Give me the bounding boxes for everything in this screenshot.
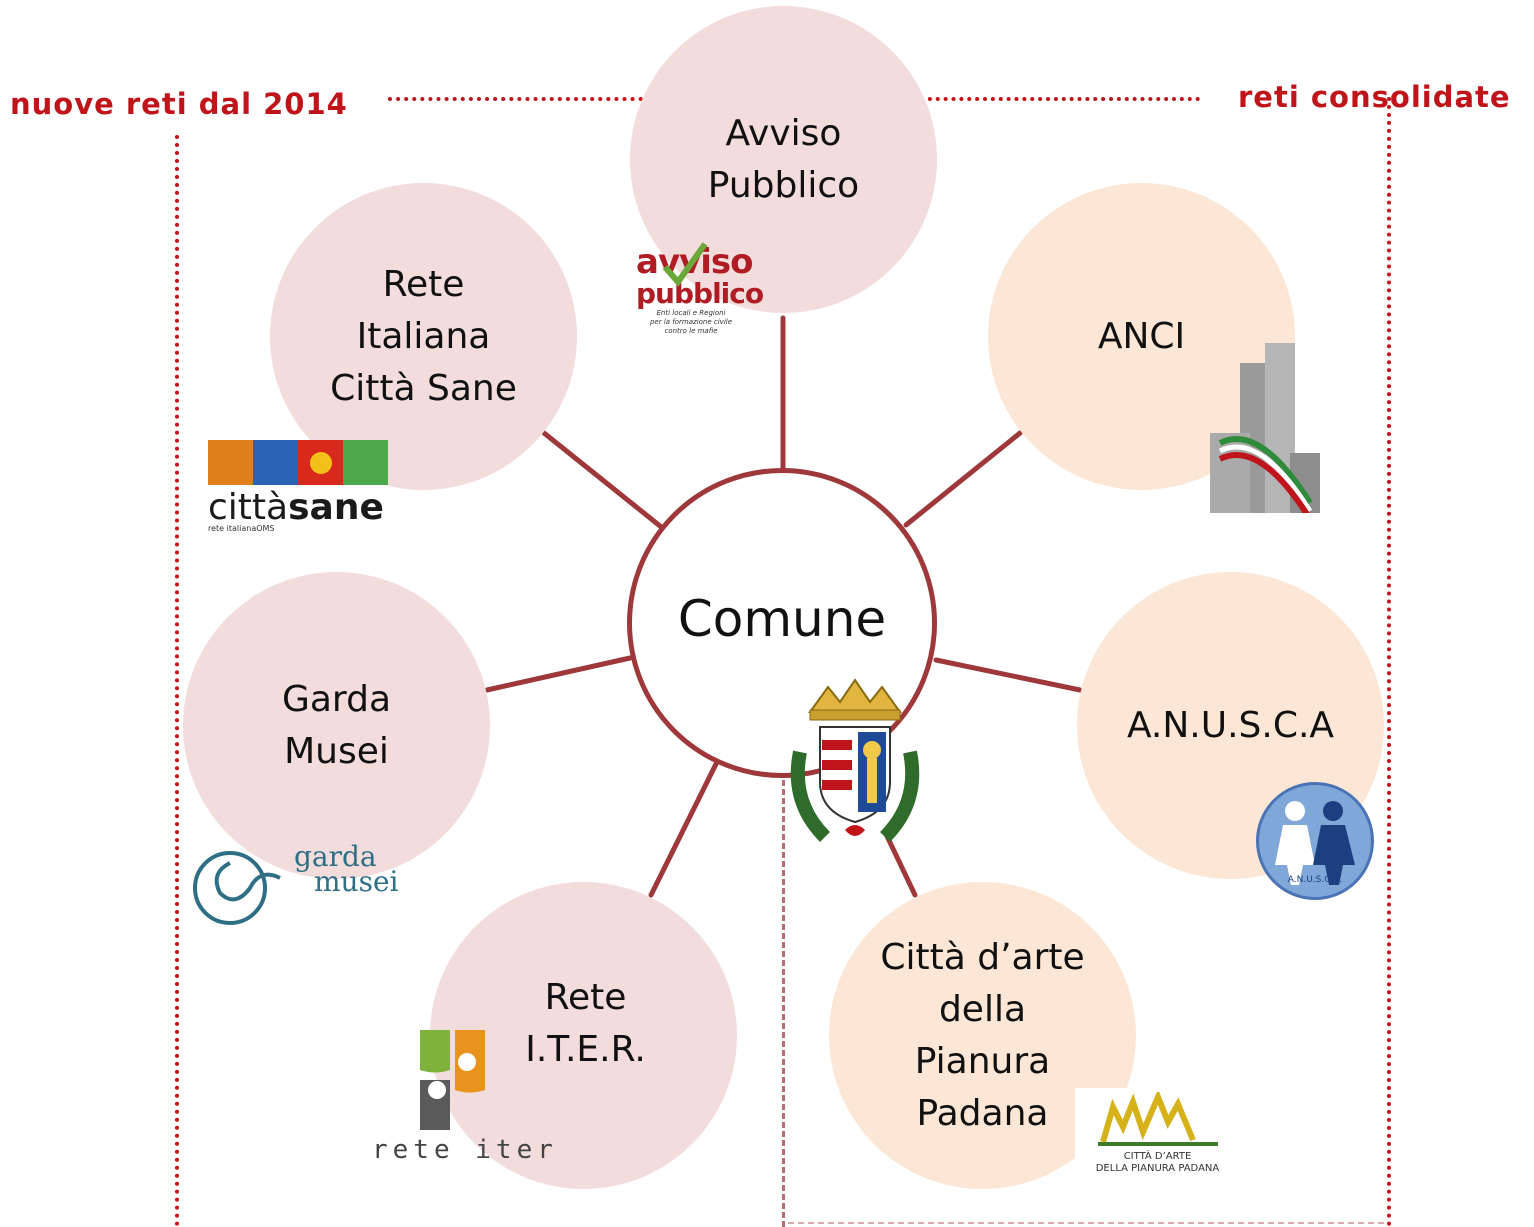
bottom-dashed-line	[788, 1222, 1384, 1224]
left-dotted-border	[175, 135, 179, 1227]
node-garda-musei-label: Garda Musei	[281, 678, 392, 772]
node-avviso-pubblico-label: Avviso Pubblico	[707, 112, 860, 206]
citta-sane-wordmark: cittàsane	[208, 487, 393, 528]
citta-sane-sub: rete italianaOMS	[208, 524, 275, 533]
header-consolidated-networks: reti consolidate	[1238, 80, 1511, 114]
citta-sane-tile-map	[343, 440, 388, 485]
avviso-logo-line2: pubblico	[636, 277, 764, 310]
citta-sane-word2: sane	[288, 487, 384, 528]
spoke-anusca	[933, 657, 1083, 693]
node-rete-iter-label: Rete I.T.E.R.	[525, 976, 646, 1070]
garda-musei-logo-line2: musei	[314, 865, 399, 898]
spoke-anci	[903, 430, 1023, 528]
spoke-iter	[648, 761, 719, 898]
citta-sane-tile-people	[253, 440, 298, 485]
anci-towers-icon	[1210, 343, 1320, 513]
citta-sane-tile-sun	[298, 440, 343, 485]
sun-icon	[310, 452, 332, 474]
check-mark-icon	[662, 242, 708, 287]
center-divider	[782, 780, 785, 1227]
right-dotted-border	[1387, 97, 1391, 1227]
node-citta-darte-label: Città d’arte della Pianura Padana	[880, 936, 1085, 1134]
citta-sane-tile-tree	[208, 440, 253, 485]
spoke-cittadarte	[883, 831, 918, 898]
node-anusca-label: A.N.U.S.C.A	[1126, 704, 1335, 746]
anusca-people-icon	[1275, 801, 1355, 885]
anusca-logo: A.N.U.S.C.A.	[1256, 782, 1374, 900]
header-new-networks: nuove reti dal 2014	[10, 87, 348, 121]
node-citta-sane[interactable]: Rete Italiana Città Sane	[270, 183, 577, 490]
anusca-logo-text: A.N.U.S.C.A.	[1287, 875, 1343, 885]
top-dotted-line-left	[388, 97, 643, 101]
garda-musei-logo: garda musei	[190, 838, 420, 938]
spoke-garda	[484, 655, 633, 693]
node-comune-label: Comune	[677, 590, 887, 648]
garda-musei-swirl-icon	[193, 851, 281, 925]
node-avviso-pubblico[interactable]: Avviso Pubblico	[630, 6, 937, 313]
spoke-cittasane	[541, 430, 663, 529]
rete-iter-logo-text: rete iter	[372, 1135, 558, 1165]
citta-darte-skyline-icon	[1097, 1089, 1218, 1146]
citta-sane-logo: cittàsane rete italianaOMS	[208, 440, 393, 540]
citta-sane-tiles	[208, 440, 393, 485]
citta-darte-logo: CITTÀ D’ARTE DELLA PIANURA PADANA	[1075, 1088, 1240, 1183]
citta-darte-logo-line2: DELLA PIANURA PADANA	[1095, 1163, 1220, 1174]
rete-iter-icon	[420, 1030, 485, 1130]
garda-musei-logo-line1: garda	[294, 840, 377, 873]
node-anci-label: ANCI	[1097, 315, 1186, 357]
avviso-logo-sub: Enti locali e Regioni per la formazione …	[649, 309, 733, 335]
citta-sane-word1: città	[208, 487, 289, 528]
top-dotted-line-right	[920, 97, 1200, 101]
node-citta-sane-label: Rete Italiana Città Sane	[330, 263, 517, 409]
citta-darte-logo-line1: CITTÀ D’ARTE	[1123, 1151, 1192, 1162]
node-garda-musei[interactable]: Garda Musei	[183, 572, 490, 879]
comune-coat-of-arms-icon	[790, 678, 920, 842]
